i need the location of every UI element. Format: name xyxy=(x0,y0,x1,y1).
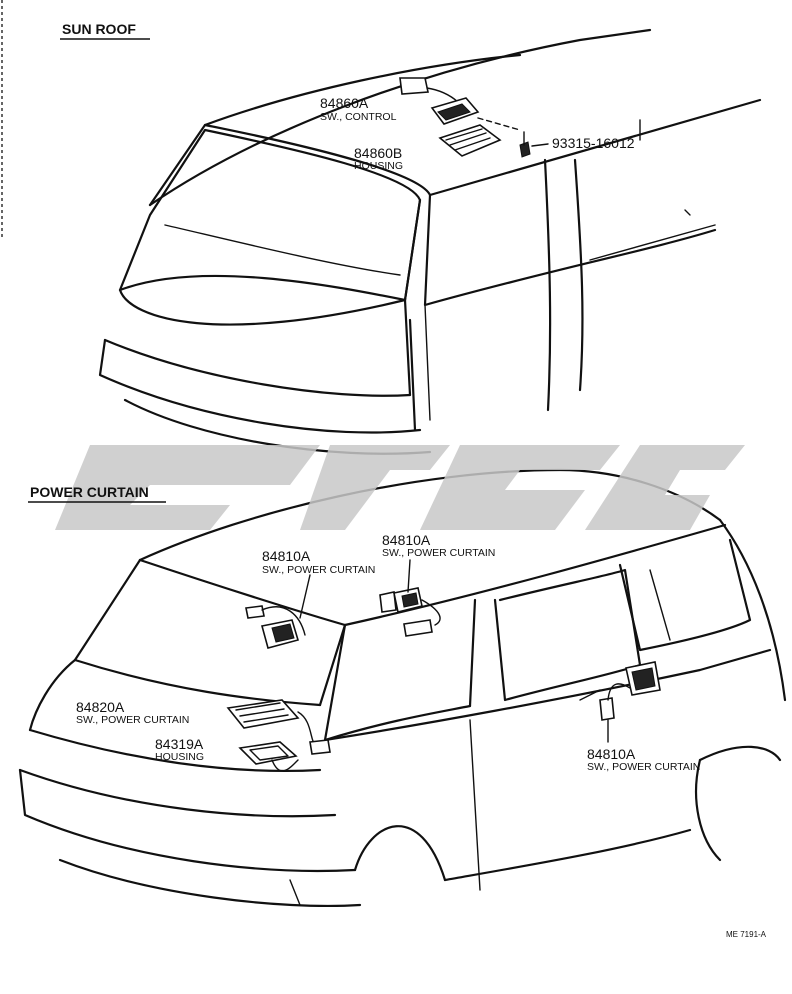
curtain-switch-center-part xyxy=(379,559,441,637)
drawing-code: ME 7191-A xyxy=(726,930,767,939)
part-number-84810a-center: 84810A xyxy=(382,532,431,548)
section-title-power-curtain: POWER CURTAIN xyxy=(30,484,149,500)
curtain-switch-right-part xyxy=(599,661,661,743)
part-desc-sw-control: SW., CONTROL xyxy=(320,111,397,123)
screw-part xyxy=(519,131,549,158)
sw-control-part xyxy=(399,77,521,131)
section-title-sun-roof: SUN ROOF xyxy=(62,21,136,37)
part-number-84820a: 84820A xyxy=(76,699,125,715)
van-curtain-drawing xyxy=(18,468,787,908)
part-number-84810a-left: 84810A xyxy=(262,548,311,564)
sunroof-housing-part xyxy=(438,124,502,157)
curtain-housing-part xyxy=(238,741,299,772)
van-sunroof-drawing xyxy=(98,28,762,455)
watermark-logo xyxy=(55,445,745,530)
part-desc-curtain-center: SW., POWER CURTAIN xyxy=(382,547,495,559)
part-desc-curtain-right: SW., POWER CURTAIN xyxy=(587,761,700,773)
part-number-84810a-right: 84810A xyxy=(587,746,636,762)
part-number-84860b: 84860B xyxy=(354,145,402,161)
part-desc-curtain-left: SW., POWER CURTAIN xyxy=(262,564,375,576)
part-desc-curtain-main: SW., POWER CURTAIN xyxy=(76,714,189,726)
part-desc-housing-curtain: HOUSING xyxy=(155,751,204,763)
curtain-switch-left-part xyxy=(245,574,311,649)
part-number-93315-16012: 93315-16012 xyxy=(552,135,635,151)
part-number-84860a: 84860A xyxy=(320,95,369,111)
part-desc-housing-sunroof: HOUSING xyxy=(354,160,403,172)
part-number-84319a: 84319A xyxy=(155,736,204,752)
curtain-switch-main-part xyxy=(226,699,331,755)
